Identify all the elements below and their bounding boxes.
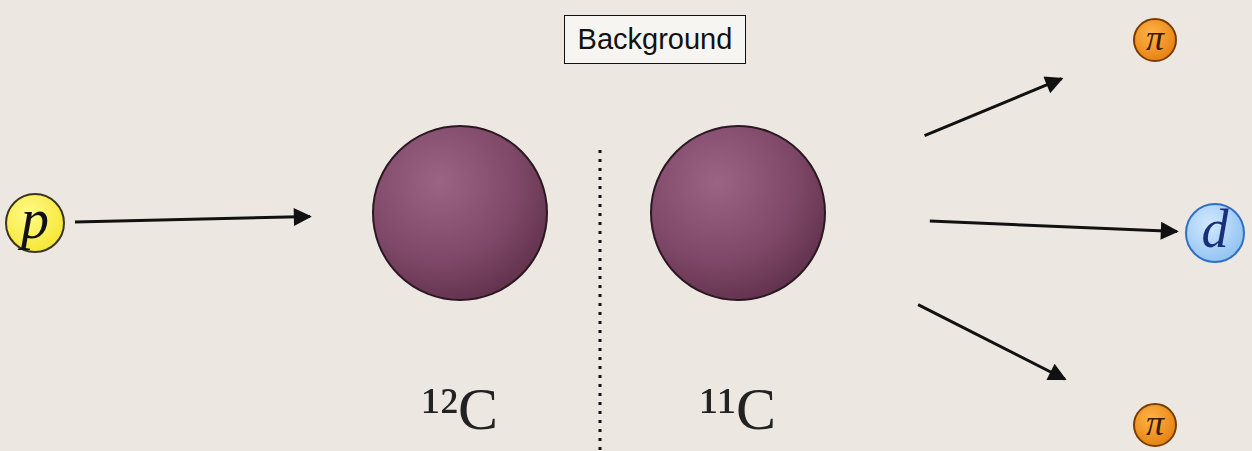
nucleus-label: ¹¹C	[700, 375, 776, 444]
nucleus-circle: ¹²C	[372, 125, 548, 301]
circle-shape	[651, 126, 825, 300]
pion-circle: π	[1133, 403, 1177, 447]
particle-symbol: p	[21, 187, 49, 251]
arrow-connector	[930, 221, 1177, 231]
circle-shape	[373, 126, 547, 300]
circle-outline	[650, 125, 826, 301]
arrow-connector	[925, 79, 1062, 136]
particle-symbol: d	[1202, 198, 1229, 260]
particle-symbol: π	[1146, 402, 1164, 444]
divider-line	[599, 150, 602, 451]
title-box: Background	[564, 15, 747, 64]
proton-circle: p	[5, 193, 65, 253]
arrow-connector	[75, 217, 310, 223]
box-title: Background	[578, 23, 733, 56]
particle-symbol: π	[1146, 17, 1164, 59]
nucleus-label: ¹²C	[422, 375, 498, 444]
arrow-connector	[918, 305, 1065, 380]
deuteron-circle: d	[1185, 203, 1245, 263]
pion-circle: π	[1133, 18, 1177, 62]
nucleus-circle: ¹¹C	[650, 125, 826, 301]
circle-outline	[372, 125, 548, 301]
